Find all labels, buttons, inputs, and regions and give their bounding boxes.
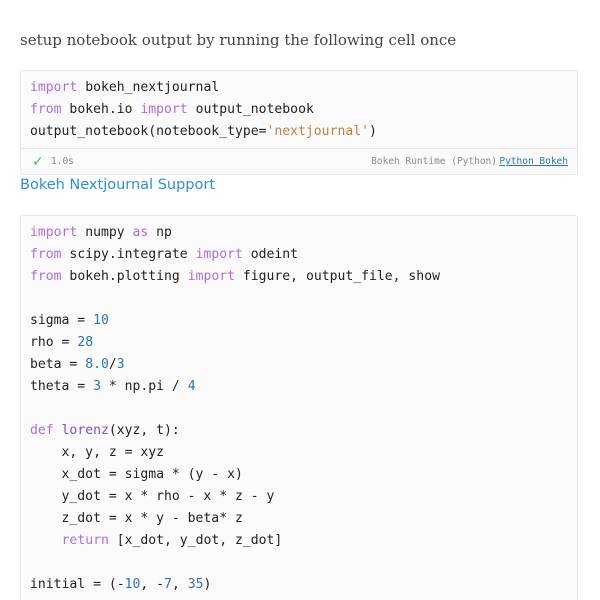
code-token: bokeh.plotting — [61, 269, 188, 284]
code-token: [x_dot, y_dot, z_dot] — [108, 533, 283, 548]
code-token: lorenz — [61, 423, 109, 438]
code-token: 10 — [124, 577, 141, 592]
code-line: from scipy.integrate import odeint — [30, 247, 298, 262]
code-token: 'nextjournal' — [266, 124, 369, 139]
code-token: 35 — [187, 577, 204, 592]
code-token: scipy.integrate — [61, 247, 196, 262]
code-line: beta = 8.0/3 — [30, 357, 125, 372]
code-line: x, y, z = xyz — [30, 445, 164, 460]
code-line: def lorenz(xyz, t): — [30, 423, 180, 438]
code-token: from — [30, 102, 62, 117]
code-token: import — [30, 80, 78, 95]
code-token: x, y, z = xyz — [30, 445, 165, 460]
code-token: 8.0 — [85, 357, 109, 372]
code-line: import bokeh_nextjournal — [30, 80, 219, 95]
code-token: , — [171, 577, 188, 592]
code-line: return [x_dot, y_dot, z_dot] — [30, 533, 283, 548]
code-line: z_dot = x * y - beta* z — [30, 511, 243, 526]
code-token: import — [140, 102, 188, 117]
code-token: (xyz, t): — [108, 423, 180, 438]
code-token: 28 — [77, 335, 94, 350]
code-line: from bokeh.io import output_notebook — [30, 102, 314, 117]
code-line: import numpy as np — [30, 225, 172, 240]
code-token: sigma = — [30, 313, 94, 328]
runtime-label: Bokeh Runtime (Python) — [371, 156, 497, 167]
code-token: 3 — [93, 379, 101, 394]
code-token: return — [61, 533, 109, 548]
code-token: np — [148, 225, 172, 240]
code-token: figure, output_file, show — [235, 269, 440, 284]
code-token: beta = — [30, 357, 86, 372]
code-token: , - — [140, 577, 165, 592]
code-line: initial = (-10, -7, 35) — [30, 577, 211, 592]
code-token: rho = — [30, 335, 78, 350]
code-token: odeint — [242, 247, 299, 262]
code-token: ) — [203, 577, 212, 592]
code-editor[interactable]: import numpy as np from scipy.integrate … — [21, 216, 577, 596]
code-cell-lorenz[interactable]: import numpy as np from scipy.integrate … — [20, 215, 578, 600]
code-token: as — [132, 225, 149, 240]
code-token — [54, 423, 62, 438]
code-line: sigma = 10 — [30, 313, 109, 328]
code-token: 4 — [187, 379, 196, 394]
code-token: y_dot = x * rho - x * z - y — [30, 489, 275, 504]
code-token: * np.pi / — [100, 379, 188, 394]
code-token: import — [30, 225, 78, 240]
code-token: 10 — [93, 313, 109, 328]
code-token: ) — [368, 124, 377, 139]
code-token — [30, 533, 62, 548]
code-token: / — [108, 357, 117, 372]
code-cell-setup[interactable]: import bokeh_nextjournal from bokeh.io i… — [20, 70, 578, 175]
code-editor[interactable]: import bokeh_nextjournal from bokeh.io i… — [21, 71, 577, 143]
code-line: from bokeh.plotting import figure, outpu… — [30, 269, 440, 284]
code-token: from — [30, 269, 62, 284]
code-line: output_notebook(notebook_type='nextjourn… — [30, 124, 377, 139]
intro-text: setup notebook output by running the fol… — [20, 31, 457, 49]
runtime-link[interactable]: Python Bokeh — [499, 156, 568, 167]
code-token: theta = — [30, 379, 94, 394]
code-token: import — [195, 247, 243, 262]
check-icon: ✓ — [32, 154, 44, 170]
code-token: bokeh_nextjournal — [77, 80, 220, 95]
code-line: x_dot = sigma * (y - x) — [30, 467, 243, 482]
code-token: import — [187, 269, 235, 284]
code-token: output_notebook — [187, 102, 314, 117]
code-token: bokeh.io — [61, 102, 141, 117]
code-token: z_dot = x * y - beta* z — [30, 511, 243, 526]
code-token: numpy — [77, 225, 133, 240]
code-token: x_dot = sigma * (y - x) — [30, 467, 243, 482]
code-token: from — [30, 247, 62, 262]
code-line: y_dot = x * rho - x * z - y — [30, 489, 275, 504]
code-token: output_notebook(notebook_type= — [30, 124, 267, 139]
code-token: def — [30, 423, 54, 438]
code-token: 7 — [164, 577, 172, 592]
code-line: theta = 3 * np.pi / 4 — [30, 379, 196, 394]
code-token: 3 — [116, 357, 125, 372]
run-duration: 1.0s — [51, 156, 74, 167]
section-link[interactable]: Bokeh Nextjournal Support — [20, 177, 216, 193]
code-line: rho = 28 — [30, 335, 93, 350]
code-token: initial = (- — [30, 577, 125, 592]
cell-status-bar: ✓ 1.0s Bokeh Runtime (Python) Python Bok… — [21, 148, 577, 176]
